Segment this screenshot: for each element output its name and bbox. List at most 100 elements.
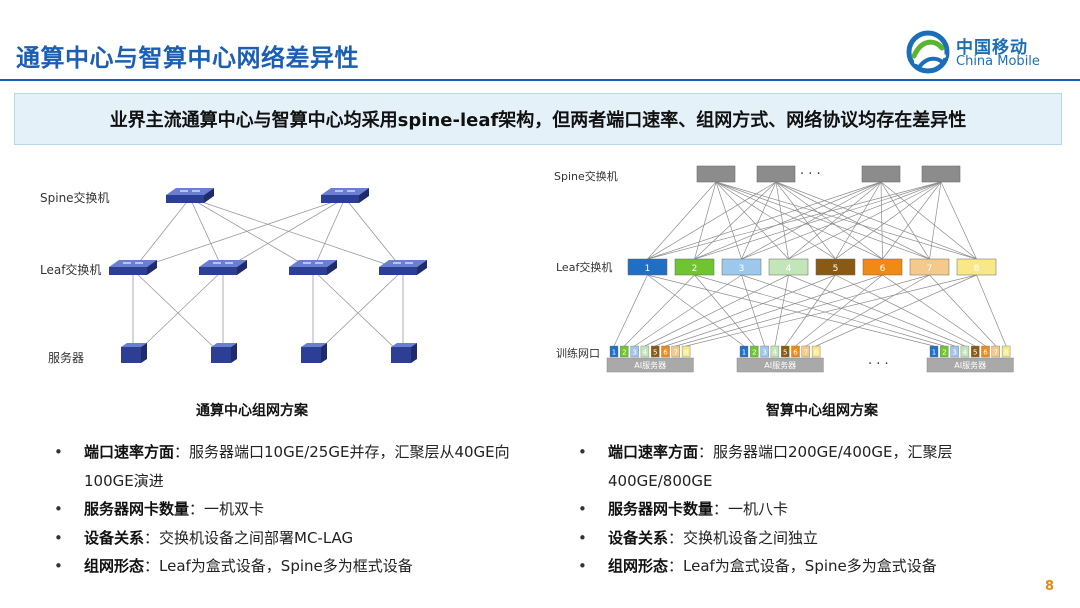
spine-leaf-link bbox=[694, 181, 717, 260]
spine-leaf-link bbox=[835, 181, 882, 260]
leaf-switch bbox=[674, 258, 715, 276]
nic-port bbox=[940, 345, 949, 358]
nic-port bbox=[630, 345, 639, 358]
leaf-number: 8 bbox=[974, 264, 980, 274]
spine-leaf-link bbox=[132, 197, 346, 271]
nic-number: 3 bbox=[762, 349, 766, 357]
summary-banner: 业界主流通算中心与智算中心均采用spine-leaf架构，但两者端口速率、组网方… bbox=[14, 93, 1062, 145]
bullet-label: 端口速率方面 bbox=[608, 443, 699, 461]
nic-port bbox=[770, 345, 780, 358]
spine-leaf-link bbox=[694, 181, 882, 260]
nic-port bbox=[960, 345, 970, 358]
list-item: 服务器网卡数量：一机双卡 bbox=[54, 495, 534, 524]
spine-leaf-link bbox=[788, 181, 882, 260]
spine-leaf-link bbox=[775, 181, 977, 260]
spine-leaf-link bbox=[189, 197, 224, 271]
leaf-number: 4 bbox=[786, 264, 792, 274]
leaf-number: 5 bbox=[833, 264, 839, 274]
leaf-nic-link bbox=[835, 274, 976, 347]
list-item: 设备关系：交换机设备之间独立 bbox=[578, 524, 998, 553]
spine-leaf-link bbox=[788, 181, 942, 260]
leaf-switch bbox=[956, 258, 997, 276]
spine-leaf-link bbox=[775, 181, 930, 260]
leaf-switch bbox=[815, 258, 856, 276]
leaf-switch-icon-top bbox=[289, 260, 337, 267]
spine-leaf-link bbox=[647, 181, 882, 260]
ai-server-label: AI服务器 bbox=[634, 360, 666, 370]
leaf-nic-link bbox=[774, 274, 789, 347]
leaf-number: 1 bbox=[645, 264, 651, 274]
leaf-switch bbox=[627, 258, 668, 276]
nic-number: 4 bbox=[773, 349, 778, 357]
nic-number: 2 bbox=[622, 349, 626, 357]
bullet-label: 服务器网卡数量 bbox=[84, 500, 190, 518]
header-divider bbox=[0, 79, 1080, 81]
list-item: 服务器网卡数量：一机八卡 bbox=[578, 495, 998, 524]
nic-port bbox=[671, 345, 681, 358]
leaf-number: 7 bbox=[927, 264, 933, 274]
leaf-switch bbox=[909, 258, 950, 276]
leaf-switch bbox=[862, 258, 903, 276]
nic-port bbox=[640, 345, 650, 358]
nic-port bbox=[609, 345, 619, 358]
leaf-nic-link bbox=[655, 274, 836, 347]
spine-switch-icon-top bbox=[321, 188, 369, 195]
spine-leaf-link bbox=[344, 197, 404, 271]
nic-port bbox=[929, 345, 939, 358]
spine-switch-icon-side bbox=[359, 188, 369, 203]
leaf-server-link bbox=[132, 269, 224, 357]
bullet-text: ：一机八卡 bbox=[713, 500, 789, 518]
page-title: 通算中心与智算中心网络差异性 bbox=[16, 44, 359, 72]
spine-leaf-link bbox=[715, 181, 789, 260]
leaf-nic-link bbox=[929, 274, 997, 347]
leaf-switch bbox=[768, 258, 809, 276]
spine-leaf-link bbox=[715, 181, 836, 260]
spine-leaf-link bbox=[715, 181, 977, 260]
leaf-number: 6 bbox=[880, 264, 886, 274]
nic-number: 4 bbox=[643, 349, 648, 357]
list-item: 组网形态：Leaf为盒式设备，Spine多为盒式设备 bbox=[578, 552, 998, 581]
spine-leaf-link bbox=[929, 181, 942, 260]
spine-leaf-link bbox=[647, 181, 717, 260]
spine-leaf-link bbox=[882, 181, 942, 260]
left-server-label: 服务器 bbox=[48, 350, 84, 365]
leaf-nic-link bbox=[788, 274, 966, 347]
nic-number: 1 bbox=[742, 349, 746, 357]
leaf-nic-link bbox=[784, 274, 836, 347]
spine-leaf-link bbox=[775, 181, 883, 260]
spine-leaf-link bbox=[694, 181, 777, 260]
nic-number: 8 bbox=[814, 349, 818, 357]
leaf-switch-icon-top bbox=[199, 260, 247, 267]
nic-number: 3 bbox=[632, 349, 636, 357]
spine-leaf-link bbox=[694, 181, 942, 260]
nic-port bbox=[650, 345, 660, 358]
leaf-nic-link bbox=[882, 274, 986, 347]
leaf-switch-icon-front bbox=[379, 267, 417, 275]
spine-leaf-link bbox=[880, 181, 930, 260]
bullet-text: ：交换机设备之间独立 bbox=[668, 528, 819, 547]
ai-server-label: AI服务器 bbox=[764, 360, 796, 370]
spine-leaf-link bbox=[775, 181, 789, 260]
leaf-switch-icon-side bbox=[417, 260, 427, 275]
nic-port bbox=[1001, 345, 1011, 358]
bullet-text: ：一机双卡 bbox=[189, 500, 265, 518]
nic-number: 7 bbox=[674, 349, 678, 357]
server-side bbox=[141, 343, 147, 363]
server-top bbox=[391, 343, 417, 347]
bullet-label: 组网形态 bbox=[608, 557, 669, 575]
bullet-label: 组网形态 bbox=[84, 557, 145, 575]
right-spine-label: Spine交换机 bbox=[554, 169, 618, 183]
server-icon bbox=[391, 347, 411, 363]
nic-port bbox=[971, 345, 980, 358]
spine-leaf-link bbox=[741, 181, 777, 260]
spine-switch-icon-front bbox=[166, 195, 204, 203]
leaf-switch-icon-side bbox=[147, 260, 157, 275]
spine-leaf-link bbox=[715, 181, 930, 260]
nic-port bbox=[760, 345, 769, 358]
spine-leaf-link bbox=[715, 181, 742, 260]
bullet-label: 端口速率方面 bbox=[84, 443, 175, 461]
bullet-text: ：交换机设备之间部署MC-LAG bbox=[144, 528, 354, 547]
spine-leaf-link bbox=[222, 197, 346, 271]
bullet-label: 设备关系 bbox=[608, 528, 669, 547]
